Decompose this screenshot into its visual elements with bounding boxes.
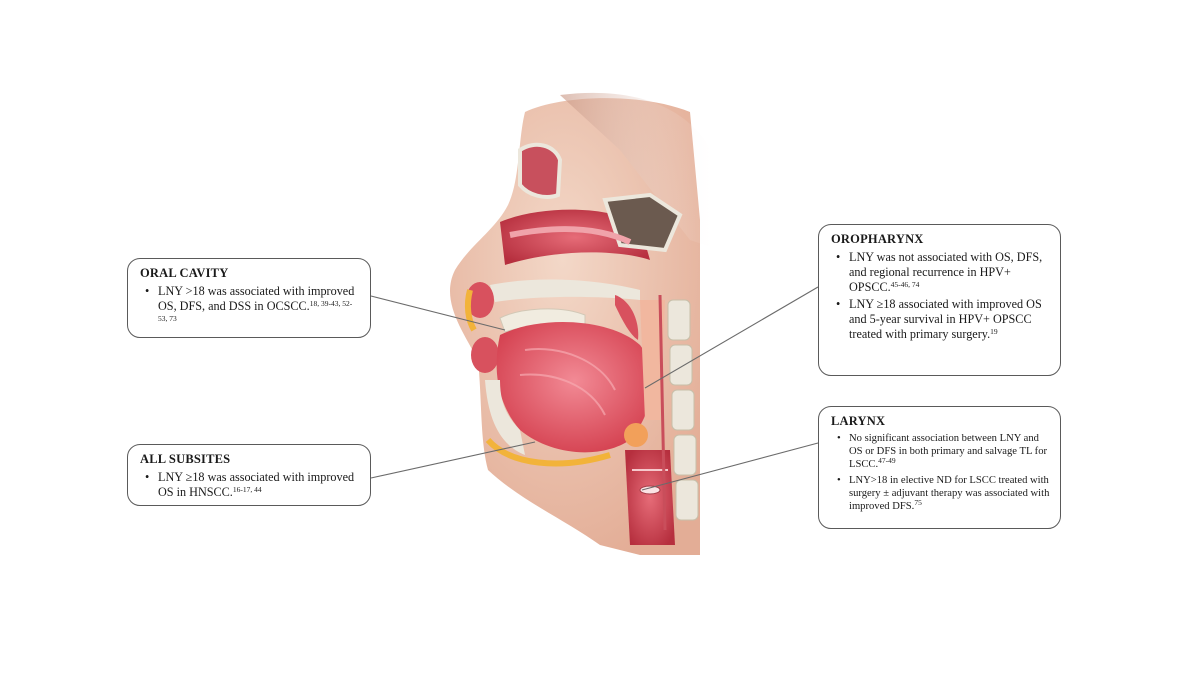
callout-item: LNY ≥18 was associated with improved OS …	[145, 470, 360, 500]
callout-item: LNY ≥18 associated with improved OS and …	[836, 297, 1050, 342]
reference-superscript: 18, 39-43, 52-53, 73	[158, 299, 353, 323]
callout-title: ALL SUBSITES	[140, 452, 231, 466]
callout-item: No significant association between LNY a…	[837, 432, 1050, 472]
larynx	[625, 450, 675, 545]
callout-item: LNY was not associated with OS, DFS, and…	[836, 250, 1050, 295]
reference-superscript: 16-17, 44	[232, 485, 262, 494]
leader-lines	[370, 286, 819, 491]
leader-line-oral	[370, 295, 506, 331]
reference-superscript: 19	[990, 327, 998, 336]
reference-superscript: 75	[914, 498, 922, 508]
cervical-spine	[658, 294, 699, 531]
callout-item: LNY>18 in elective ND for LSCC treated w…	[837, 474, 1050, 514]
leader-line-all	[370, 441, 536, 479]
mandible	[485, 380, 611, 467]
oropharynx-tissue	[615, 295, 665, 447]
callout-larynx: LARYNX No significant association betwee…	[818, 406, 1061, 529]
callout-oropharynx: OROPHARYNX LNY was not associated with O…	[818, 224, 1061, 376]
callout-title: ORAL CAVITY	[140, 266, 229, 280]
reference-superscript: 45-46, 74	[890, 280, 920, 289]
leader-line-oro	[644, 286, 819, 389]
nasal-cavity	[500, 142, 683, 265]
reference-superscript: 47-49	[878, 456, 896, 466]
callout-oral-cavity: ORAL CAVITY LNY >18 was associated with …	[127, 258, 371, 338]
callout-item: LNY >18 was associated with improved OS,…	[145, 284, 360, 329]
callout-title: OROPHARYNX	[831, 232, 924, 246]
callout-all-subsites: ALL SUBSITES LNY ≥18 was associated with…	[127, 444, 371, 506]
leader-line-lar	[641, 442, 819, 491]
lips	[464, 282, 499, 373]
tongue	[496, 322, 653, 453]
callout-title: LARYNX	[831, 414, 886, 428]
